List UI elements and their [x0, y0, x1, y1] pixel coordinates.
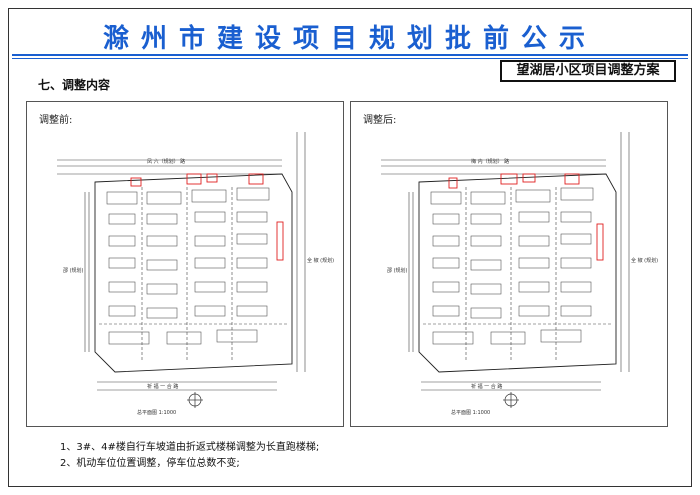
site-plan-after: 调整后: — [350, 101, 668, 427]
road-label-north: 梅 内（规划） 路 — [471, 158, 509, 165]
page-title: 滁州市建设项目规划批前公示 — [102, 24, 597, 54]
project-name-box: 望湖居小区项目调整方案 — [500, 60, 676, 82]
page-frame — [8, 8, 692, 487]
note-item: 1、3#、4#楼自行车坡道由折返式楼梯调整为长直跑楼梯; — [60, 442, 320, 453]
road-label-west: 邵 (规划) — [63, 267, 84, 274]
road-label-south: 祈 福 一 合 路 — [147, 383, 178, 390]
scale-label: 总平面图 1:1000 — [451, 409, 490, 416]
scale-label: 总平面图 1:1000 — [137, 409, 176, 416]
site-plan-drawing-before: 凤 六（规划） 路 邵 (规划) 全 椒 (规划) 祈 福 一 合 路 总平面图… — [57, 132, 334, 416]
title-divider — [12, 54, 688, 56]
section-heading: 七、调整内容 — [38, 78, 111, 92]
north-arrow-icon — [187, 392, 203, 408]
road-label-east: 全 椒 (规划) — [307, 257, 334, 264]
panel-label-after: 调整后: — [363, 115, 397, 126]
road-label-north: 凤 六（规划） 路 — [147, 158, 185, 165]
road-label-east: 全 椒 (规划) — [631, 257, 658, 264]
site-plan-before: 调整前: — [26, 101, 344, 427]
road-label-south: 祈 福 一 合 路 — [471, 383, 502, 390]
note-item: 2、机动车位位置调整，停车位总数不变; — [60, 458, 240, 469]
north-arrow-icon — [503, 392, 519, 408]
panel-label-before: 调整前: — [39, 115, 73, 126]
road-label-west: 邵 (规划) — [387, 267, 408, 274]
title-divider-thin — [12, 58, 688, 59]
notes: 1、3#、4#楼自行车坡道由折返式楼梯调整为长直跑楼梯; 2、机动车位位置调整，… — [60, 440, 319, 472]
site-plan-drawing-after: 梅 内（规划） 路 邵 (规划) 全 椒 (规划) 祈 福 一 合 路 总平面图… — [381, 132, 658, 416]
